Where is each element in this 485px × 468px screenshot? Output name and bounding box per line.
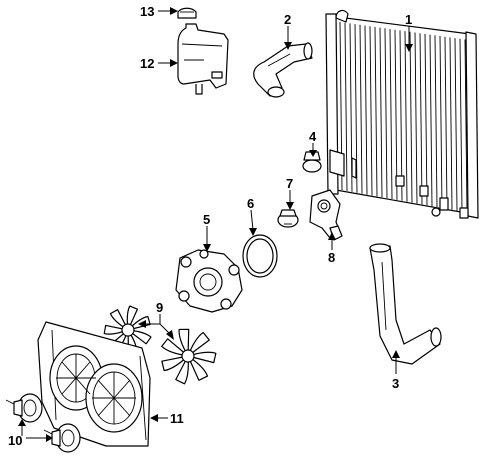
- radiator-part: [325, 9, 479, 219]
- callout-4: 4: [309, 129, 317, 144]
- fan-blades-part: [103, 305, 217, 385]
- reservoir-part: [177, 23, 229, 95]
- callout-labels: 1 2 3 4 5 6 7 8 9 10 11 12 13: [8, 4, 412, 448]
- water-pump-part: [175, 249, 243, 313]
- callout-5: 5: [203, 212, 210, 227]
- callout-12: 12: [140, 56, 154, 71]
- callout-1: 1: [405, 12, 412, 27]
- callout-3: 3: [392, 376, 399, 391]
- callout-11: 11: [170, 411, 184, 426]
- callout-10: 10: [8, 433, 22, 448]
- water-outlet-part: [309, 189, 343, 241]
- gasket-part: [242, 234, 278, 278]
- thermostat-part: [277, 209, 299, 228]
- lower-hose-part: [369, 243, 442, 365]
- leader-lines: [18, 7, 413, 442]
- callout-13: 13: [140, 4, 154, 19]
- fan-motors-part: [5, 393, 81, 453]
- upper-hose-part: [253, 42, 313, 98]
- callout-7: 7: [286, 176, 293, 191]
- callout-8: 8: [328, 250, 335, 265]
- callout-6: 6: [247, 196, 254, 211]
- callout-9: 9: [156, 300, 163, 315]
- fan-shroud-part: [37, 321, 151, 447]
- callout-2: 2: [284, 12, 291, 27]
- thermostat-cap-part: [302, 151, 322, 173]
- reservoir-cap-part: [177, 7, 197, 19]
